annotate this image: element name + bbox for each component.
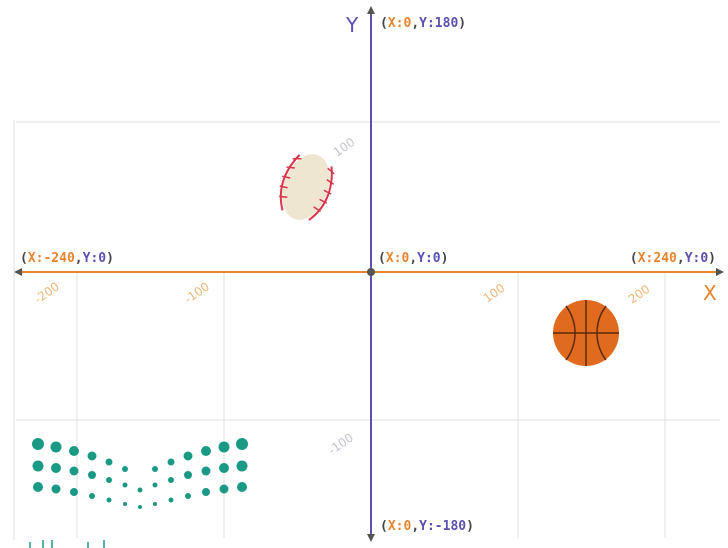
- x-axis-right-arrow-icon: [716, 268, 724, 276]
- y-axis-top-arrow-icon: [367, 6, 375, 14]
- origin-point: [367, 268, 375, 276]
- bottom-edge-artifacts: [29, 540, 105, 548]
- left-coord-label: (X:-240,Y:0): [20, 251, 114, 266]
- x-axis-name: X: [703, 281, 717, 305]
- grid: [13, 120, 720, 540]
- y-tick-label: 100: [331, 135, 358, 160]
- basketball-icon[interactable]: [553, 300, 619, 366]
- baseball-icon[interactable]: [270, 146, 342, 228]
- bottom-coord-label: (X:0,Y:-180): [380, 519, 474, 534]
- x-tick-label: 100: [481, 281, 508, 306]
- top-coord-label: (X:0,Y:180): [380, 16, 466, 31]
- right-coord-label: (X:240,Y:0): [630, 251, 716, 266]
- origin-coord-label: (X:0,Y:0): [378, 251, 448, 266]
- y-tick-label: -100: [326, 430, 356, 457]
- x-tick-label: 200: [626, 282, 653, 307]
- dot-pattern-icon[interactable]: [32, 438, 248, 509]
- x-axis-left-arrow-icon: [14, 268, 22, 276]
- y-axis-bottom-arrow-icon: [367, 534, 375, 542]
- y-axis-name: Y: [345, 13, 359, 37]
- x-tick-label: -100: [182, 279, 212, 306]
- x-tick-label: -200: [32, 279, 62, 306]
